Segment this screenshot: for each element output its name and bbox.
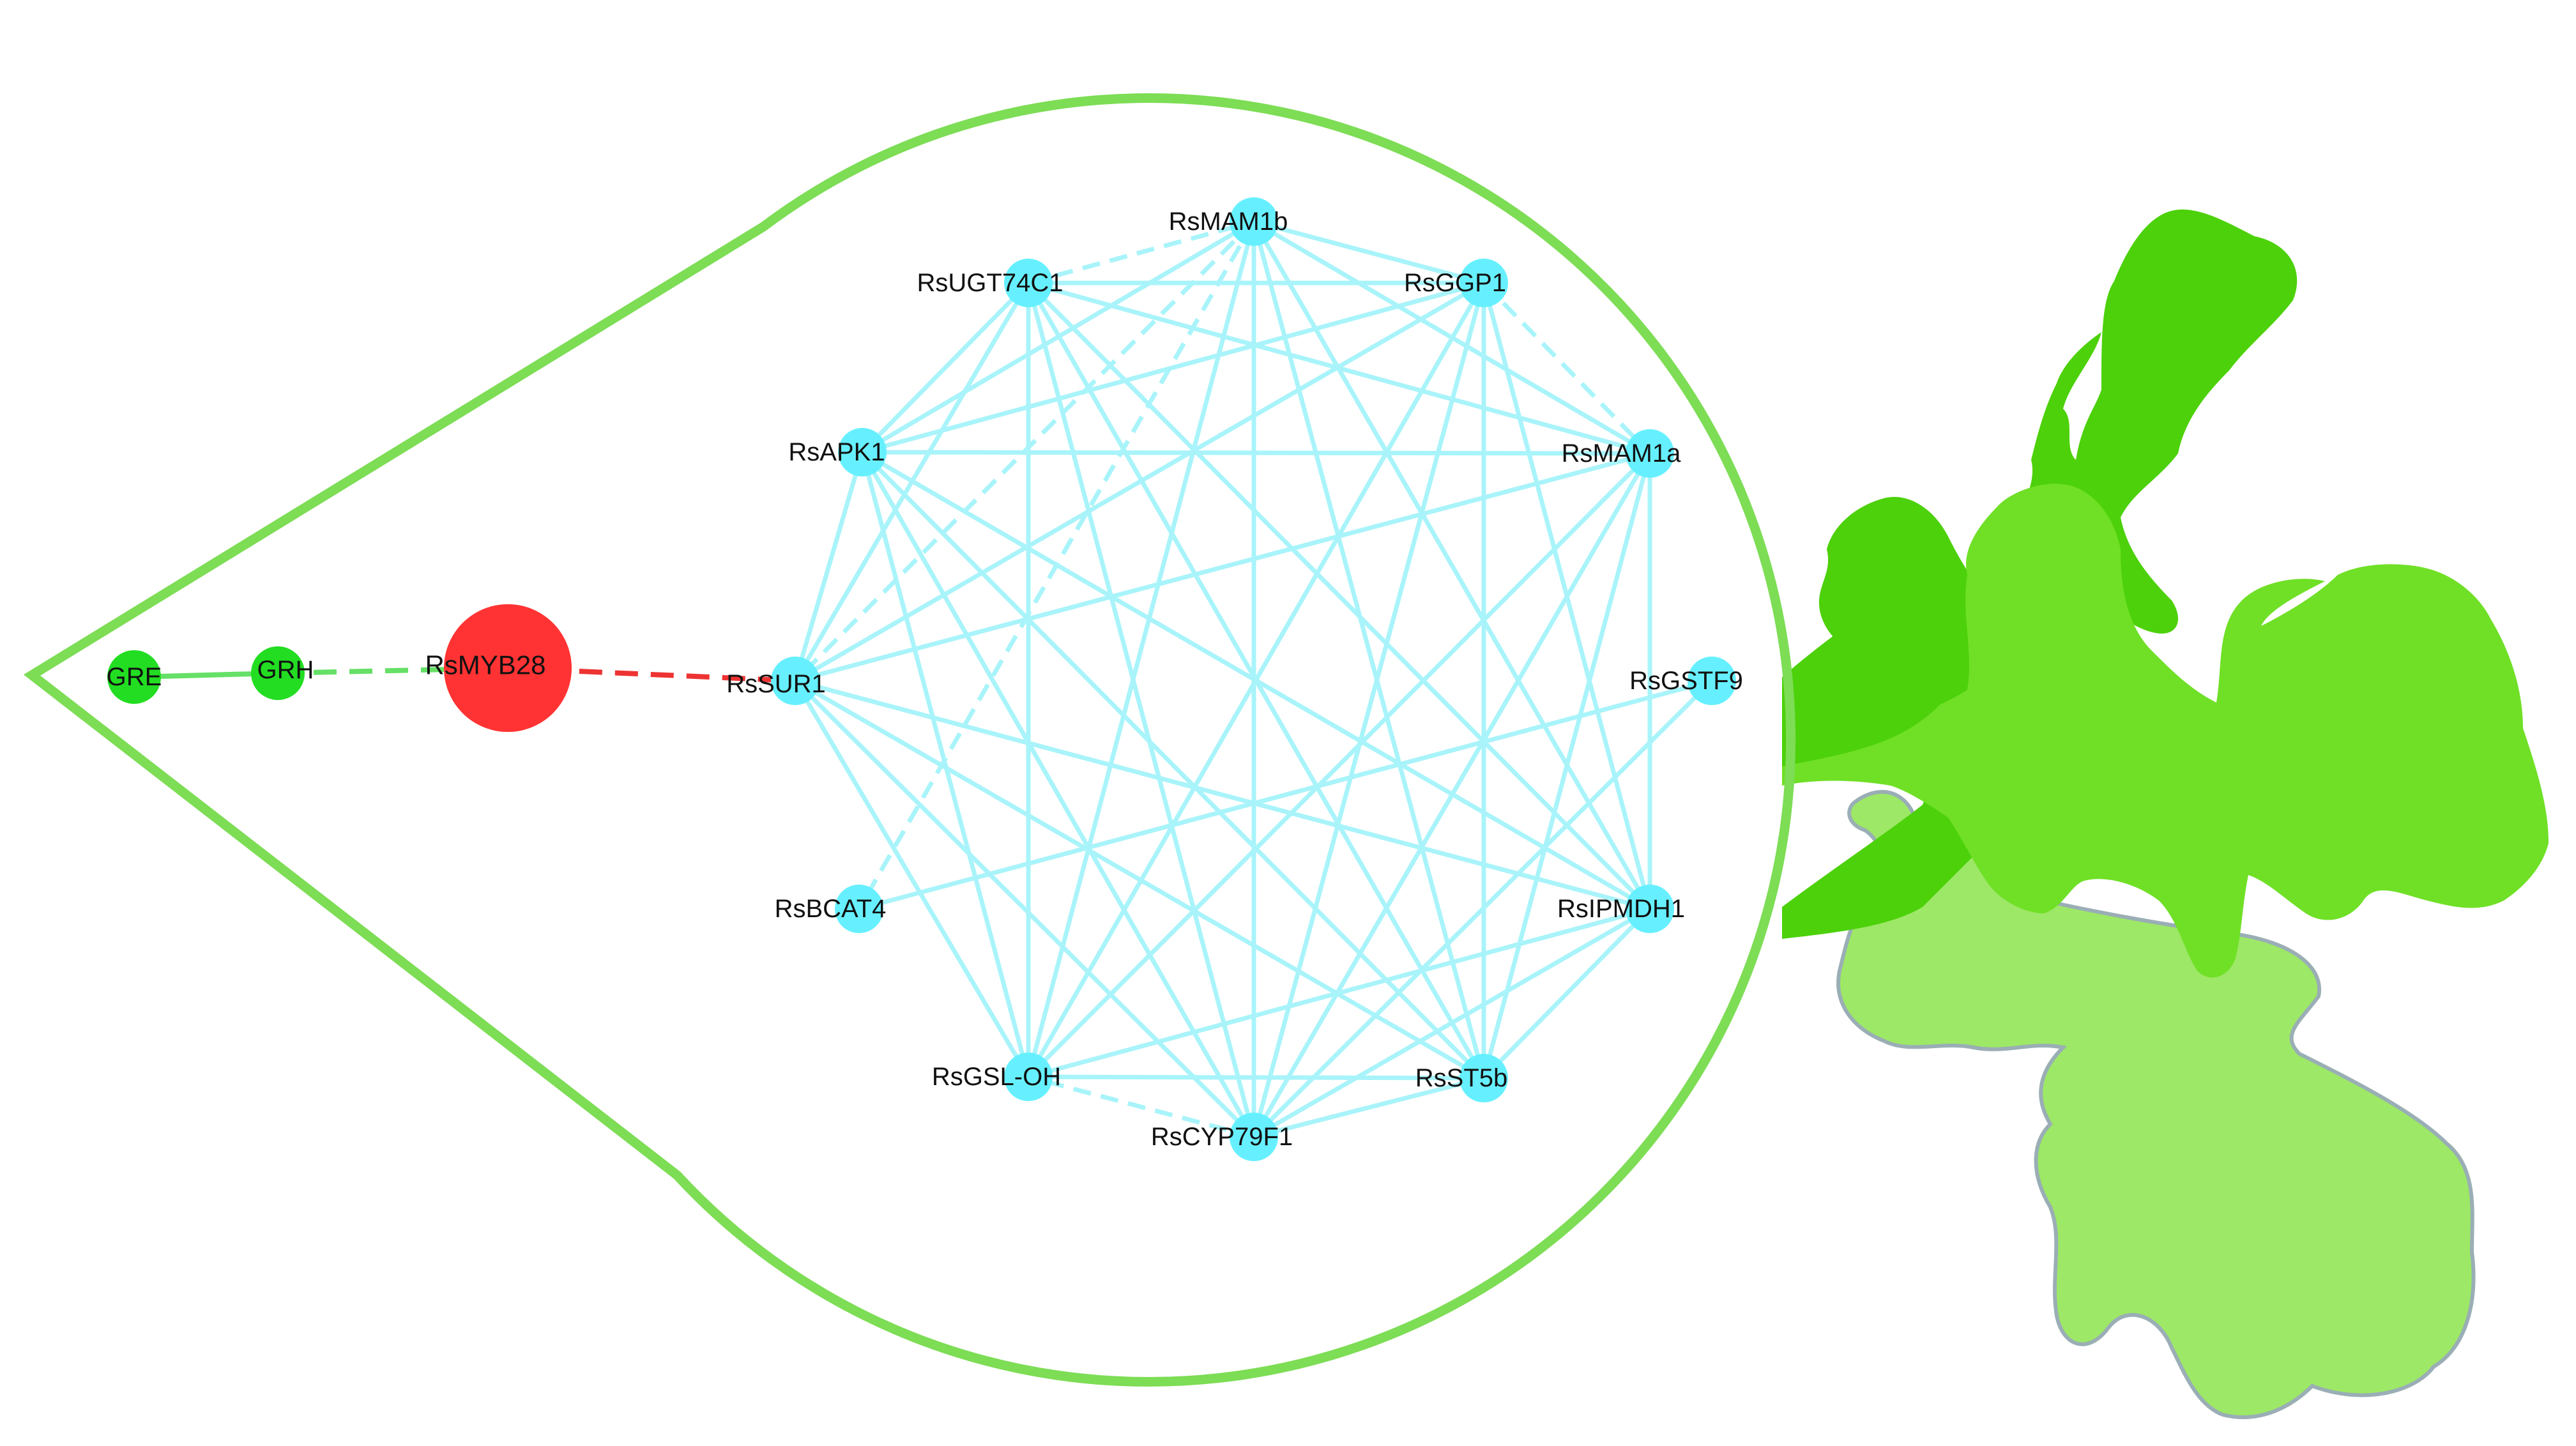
edge-rsapk1-to-rscyp79f1 [860,451,1256,1138]
edge-rsmam1a-to-rssur1 [795,451,1650,683]
node-rsbcat4: RsBCAT4 [775,885,887,933]
node-label-rsst5b: RsST5b [1415,1064,1508,1092]
node-circle-rsmam1b [1230,197,1278,246]
edge-rsugt74c1-to-rsmam1b [1028,219,1254,285]
node-circle-rsst5b [1459,1054,1508,1102]
edge-rssur1-to-rscyp79f1 [793,679,1256,1139]
edge-rssur1-to-rsipmdh1 [795,678,1650,911]
node-label-rssur1: RsSUR1 [726,670,826,698]
node-circle-rsgstf9 [1688,657,1736,705]
edge-rsmam1b-to-rsgsl-oh [1026,221,1256,1077]
node-circle-rsmyb28 [444,604,572,732]
edge-rsapk1-to-rsst5b [860,450,1486,1080]
edge-rsggp1-to-rsapk1 [862,280,1484,455]
node-circle-rsugt74c1 [1004,259,1053,307]
node-grh: GRH [251,646,314,700]
node-rsipmdh1: RsIPMDH1 [1557,885,1685,933]
edge-rsmam1b-to-rsst5b [1251,221,1486,1079]
edge-rscyp79f1-to-rsgsl-oh [1028,1074,1254,1139]
edge-rssur1-to-rsst5b [794,678,1485,1081]
leaf-mid-right [1782,483,2549,978]
edge-rsapk1-to-rsipmdh1 [861,450,1651,911]
node-rssur1: RsSUR1 [726,657,826,705]
edge-rssur1-to-rsgsl-oh [793,680,1031,1078]
node-circle-rsggp1 [1459,259,1508,307]
edge-rsmam1b-to-rsggp1 [1253,219,1484,285]
edge-rsugt74c1-to-rsipmdh1 [1026,281,1652,911]
edge-rsgstf9-to-rsbcat4 [858,678,1712,911]
leaf-petiole [1782,581,1961,766]
node-rsmam1a: RsMAM1a [1562,429,1681,478]
leaf-illustration [1782,209,2549,1419]
edge-rsmam1b-to-rsipmdh1 [1251,220,1652,910]
node-rsmyb28: RsMYB28 [425,604,572,732]
node-rsgstf9: RsGSTF9 [1629,657,1743,705]
node-rsst5b: RsST5b [1415,1054,1508,1102]
edge-rsgstf9-to-rscyp79f1 [1252,679,1714,1139]
node-rsggp1: RsGGP1 [1404,259,1508,307]
edge-rsugt74c1-to-rsapk1 [860,281,1030,454]
node-circle-grh [251,646,305,700]
node-circle-rsapk1 [838,428,887,476]
edge-layer [133,219,1714,1139]
node-label-grh: GRH [257,656,314,684]
node-label-rsggp1: RsGGP1 [1404,269,1506,297]
node-gre: GRE [107,650,162,704]
node-rsugt74c1: RsUGT74C1 [917,259,1063,307]
node-rsmam1b: RsMAM1b [1169,197,1288,246]
node-rsapk1: RsAPK1 [788,428,887,476]
node-rsgsl-oh: RsGSL-OH [932,1053,1061,1101]
node-circle-rsbcat4 [835,885,883,933]
edge-rsugt74c1-to-rscyp79f1 [1026,282,1256,1138]
node-label-gre: GRE [107,663,162,691]
node-circle-rsgsl-oh [1004,1053,1053,1101]
node-label-rsugt74c1: RsUGT74C1 [917,269,1063,297]
edge-rsmam1a-to-rsst5b [1481,453,1652,1079]
node-rscyp79f1: RsCYP79F1 [1151,1113,1293,1161]
node-label-rsgsl-oh: RsGSL-OH [932,1063,1061,1091]
edge-rsapk1-to-rssur1 [793,452,865,681]
node-circle-gre [107,650,161,704]
edge-rsmam1b-to-rsapk1 [861,219,1255,455]
edge-rsggp1-to-rsmam1a [1482,281,1652,455]
edge-rsapk1-to-rsmam1a [862,450,1650,456]
drop-outline [23,93,1796,1387]
node-label-rsmam1a: RsMAM1a [1562,439,1681,468]
edge-rsmam1a-to-rscyp79f1 [1251,452,1652,1138]
node-label-rsipmdh1: RsIPMDH1 [1557,895,1685,923]
edge-rsapk1-to-rsgsl-oh [860,452,1031,1077]
node-label-rsmam1b: RsMAM1b [1169,208,1288,236]
node-label-rscyp79f1: RsCYP79F1 [1151,1123,1293,1151]
edge-rsst5b-to-rsgsl-oh [1028,1074,1484,1081]
edge-rsmam1a-to-rsgsl-oh [1026,452,1652,1079]
node-label-rsmyb28: RsMYB28 [425,650,545,680]
node-label-rsbcat4: RsBCAT4 [775,895,887,923]
node-circle-rssur1 [771,657,819,705]
edge-rsggp1-to-rscyp79f1 [1251,282,1486,1138]
edge-rsipmdh1-to-rsgsl-oh [1028,906,1650,1079]
leaf-light-lower [1836,789,2476,1419]
node-circle-rsipmdh1 [1626,885,1674,933]
edge-rsggp1-to-rssur1 [794,280,1485,683]
edge-rsst5b-to-rscyp79f1 [1253,1076,1484,1139]
node-label-rsgstf9: RsGSTF9 [1629,667,1743,695]
node-label-rsapk1: RsAPK1 [788,438,885,466]
node-circle-rsmam1a [1626,429,1674,478]
edge-rsipmdh1-to-rsst5b [1482,907,1652,1080]
edge-rsipmdh1-to-rscyp79f1 [1253,906,1651,1139]
node-circle-rscyp79f1 [1230,1113,1278,1161]
